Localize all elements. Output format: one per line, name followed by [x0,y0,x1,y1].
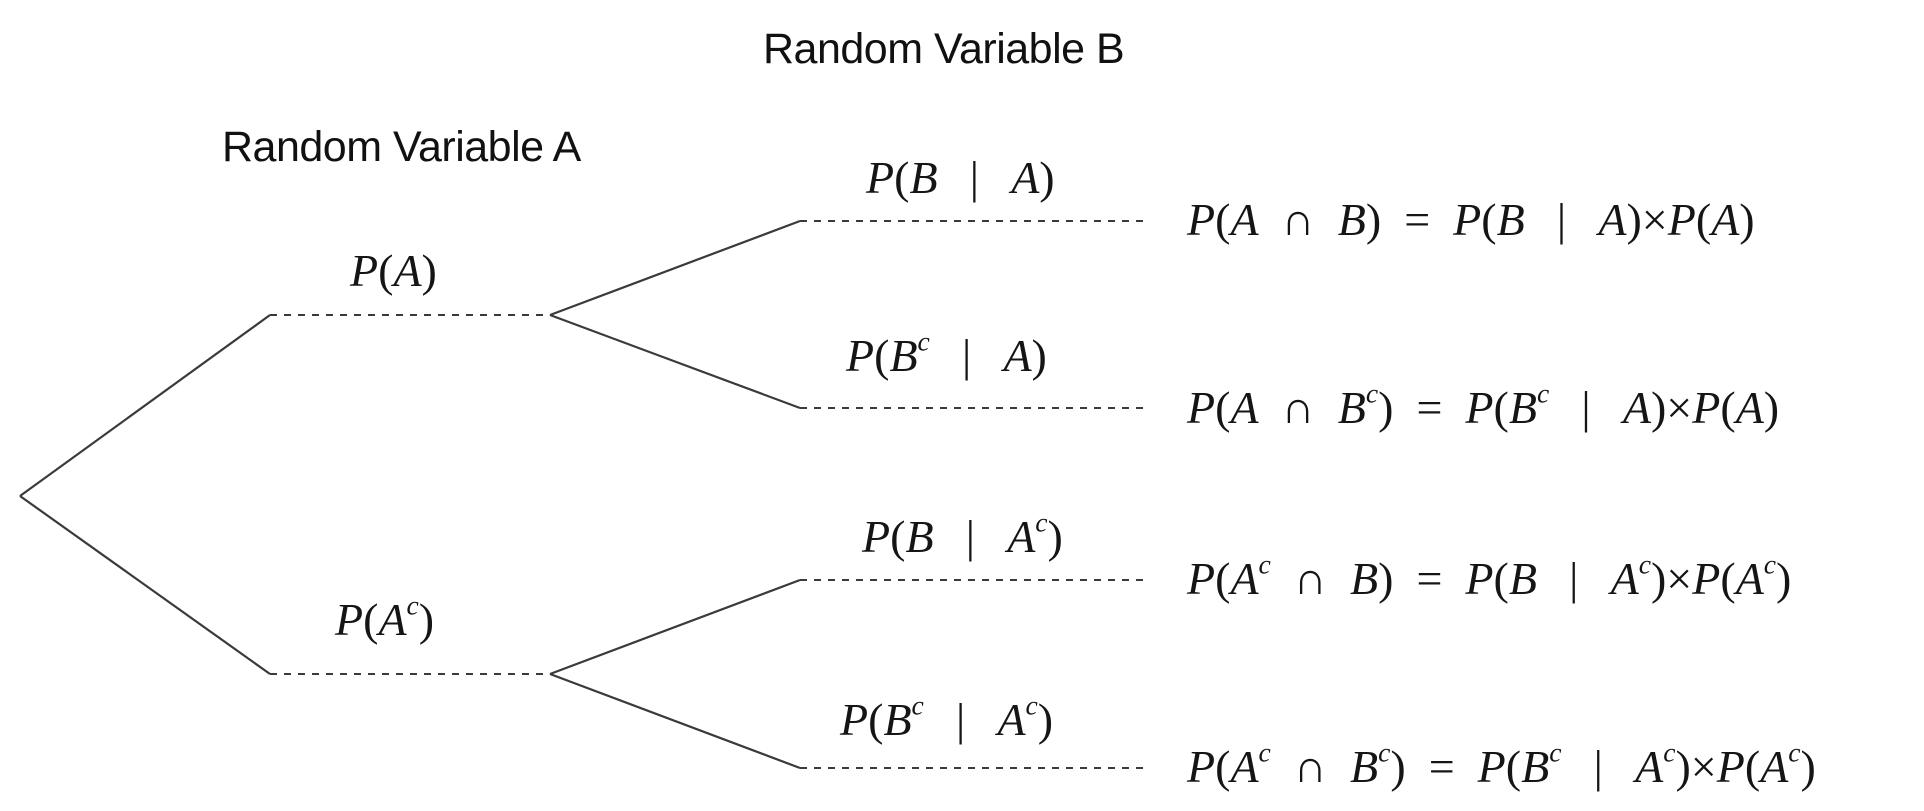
branch-root-to-a-complement [19,495,271,675]
outcome-a-complement-and-b: P(Ac ∩ B) = P(B | Ac)×P(Ac) [1187,548,1792,604]
branch-label-p-b-given-a: P(B | A) [866,152,1055,203]
outcome-a-complement-and-b-complement: P(Ac ∩ Bc) = P(Bc | Ac)×P(Ac) [1187,736,1816,792]
branch-label-p-a: P(A) [350,245,437,296]
heading-random-variable-a: Random Variable A [222,123,581,171]
branch-root-to-a [19,314,271,497]
heading-random-variable-b: Random Variable B [763,25,1125,73]
branch-label-p-a-complement: P(Ac) [335,589,435,645]
branch-ac-to-b-complement [549,672,801,770]
outcome-a-and-b: P(A ∩ B) = P(B | A)×P(A) [1187,194,1755,245]
branch-a-to-b [549,219,801,317]
branch-a-to-b-complement [549,313,801,410]
branch-label-p-bc-given-ac: P(Bc | Ac) [840,689,1054,745]
branch-label-p-bc-given-a: P(Bc | A) [846,325,1047,381]
branch-label-p-b-given-ac: P(B | Ac) [862,506,1063,562]
outcome-a-and-b-complement: P(A ∩ Bc) = P(Bc | A)×P(A) [1187,377,1780,433]
branch-ac-to-b [549,578,801,676]
